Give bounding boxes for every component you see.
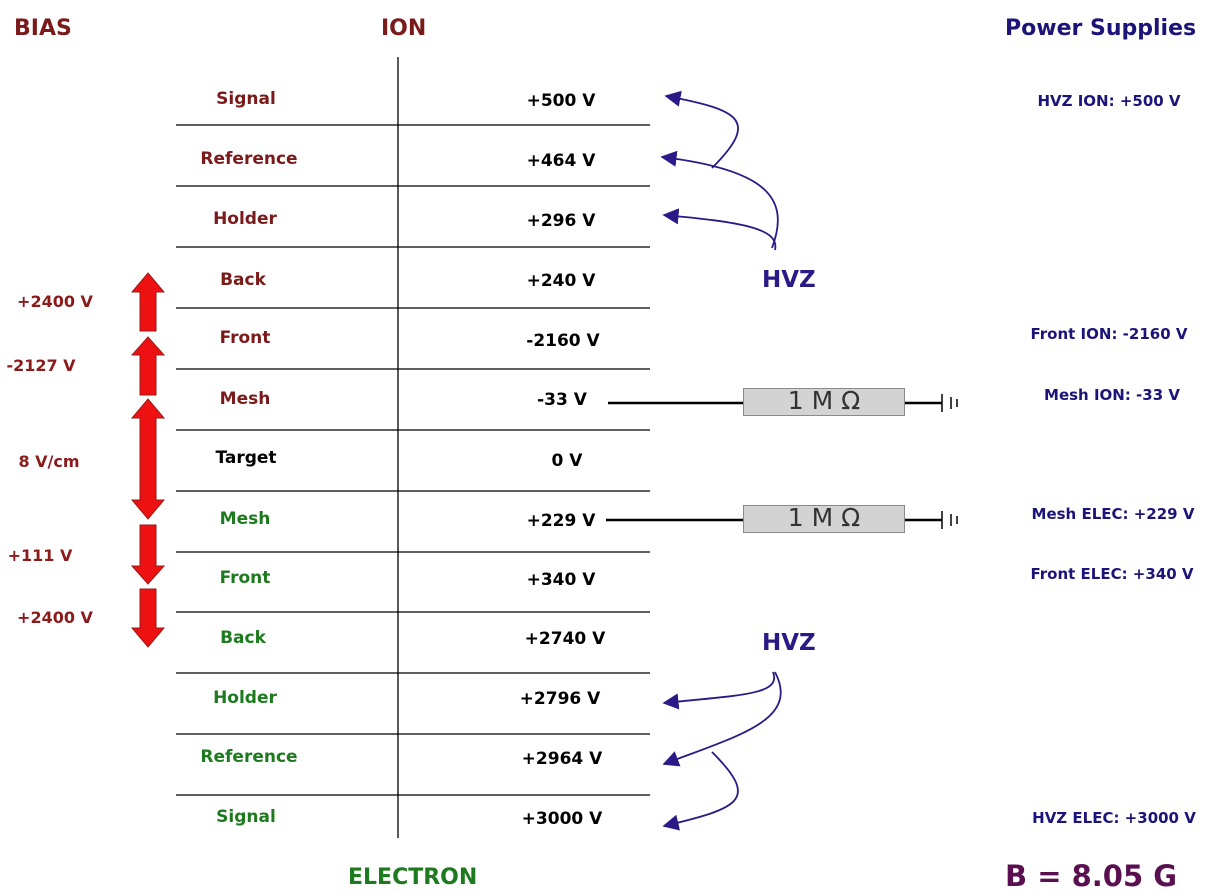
ps-mesh-ion: Mesh ION: -33 V [1044, 386, 1180, 404]
row-label-back-elec: Back [220, 628, 266, 648]
ps-front-ion: Front ION: -2160 V [1030, 325, 1188, 343]
ps-front-elec: Front ELEC: +340 V [1030, 565, 1194, 583]
bias-header: BIAS [14, 16, 72, 41]
ground-symbol-ion [941, 394, 958, 412]
row-label-signal-elec: Signal [216, 807, 276, 827]
row-label-mesh-elec: Mesh [219, 509, 271, 529]
row-label-signal-ion: Signal [216, 89, 276, 109]
row-voltage-holder-ion: +296 V [526, 211, 596, 231]
row-label-front-ion: Front [219, 328, 271, 348]
row-voltage-front-ion: -2160 V [526, 331, 600, 351]
bias-label-mesh-front-elec: +111 V [7, 546, 73, 565]
hvz-arrows-elec [662, 671, 782, 831]
row-label-reference-ion: Reference [200, 149, 298, 169]
row-voltage-front-elec: +340 V [526, 570, 596, 590]
resistor-elec [743, 505, 905, 533]
bias-label-front-mesh-ion: -2127 V [6, 356, 76, 375]
row-voltage-reference-elec: +2964 V [521, 749, 603, 769]
row-voltage-holder-elec: +2796 V [519, 689, 601, 709]
row-voltage-signal-ion: +500 V [526, 91, 596, 111]
bias-label-field: 8 V/cm [18, 452, 80, 471]
b-field-value: B = 8.05 G [1005, 859, 1178, 893]
bias-arrow-down-2 [130, 588, 166, 648]
row-voltage-back-elec: +2740 V [524, 629, 606, 649]
row-label-reference-elec: Reference [200, 747, 298, 767]
resistor-label-ion: 1 M Ω [787, 386, 861, 415]
row-label-holder-ion: Holder [213, 209, 277, 229]
row-label-mesh-ion: Mesh [219, 389, 271, 409]
bias-arrow-double [130, 398, 166, 520]
resistor-label-elec: 1 M Ω [787, 503, 861, 532]
row-voltage-mesh-ion: -33 V [537, 390, 587, 410]
ion-header: ION [381, 16, 427, 41]
row-voltage-reference-ion: +464 V [526, 151, 596, 171]
row-label-front-elec: Front [219, 568, 271, 588]
row-label-back-ion: Back [220, 270, 266, 290]
bias-arrow-up-2 [130, 336, 166, 396]
row-voltage-signal-elec: +3000 V [521, 809, 603, 829]
bias-label-back-front-ion: +2400 V [17, 292, 93, 311]
ps-hvz-elec: HVZ ELEC: +3000 V [1032, 809, 1196, 827]
row-label-target: Target [215, 448, 277, 468]
bias-arrow-down-1 [130, 524, 166, 585]
row-separators [176, 124, 650, 796]
row-voltage-mesh-elec: +229 V [526, 511, 596, 531]
resistor-ion [743, 388, 905, 416]
ground-symbol-elec [941, 511, 958, 529]
bias-label-front-back-elec: +2400 V [17, 608, 93, 627]
hvz-label-elec: HVZ [762, 630, 816, 656]
row-label-holder-elec: Holder [213, 688, 277, 708]
power-supplies-header: Power Supplies [1005, 16, 1197, 41]
row-voltage-target: 0 V [551, 451, 583, 471]
hvz-arrows-ion [660, 90, 779, 251]
ps-hvz-ion: HVZ ION: +500 V [1037, 92, 1181, 110]
ps-mesh-elec: Mesh ELEC: +229 V [1031, 505, 1195, 523]
electron-header: ELECTRON [348, 865, 478, 890]
bias-arrow-up-1 [130, 272, 166, 332]
hvz-label-ion: HVZ [762, 267, 816, 293]
row-voltage-back-ion: +240 V [526, 271, 596, 291]
